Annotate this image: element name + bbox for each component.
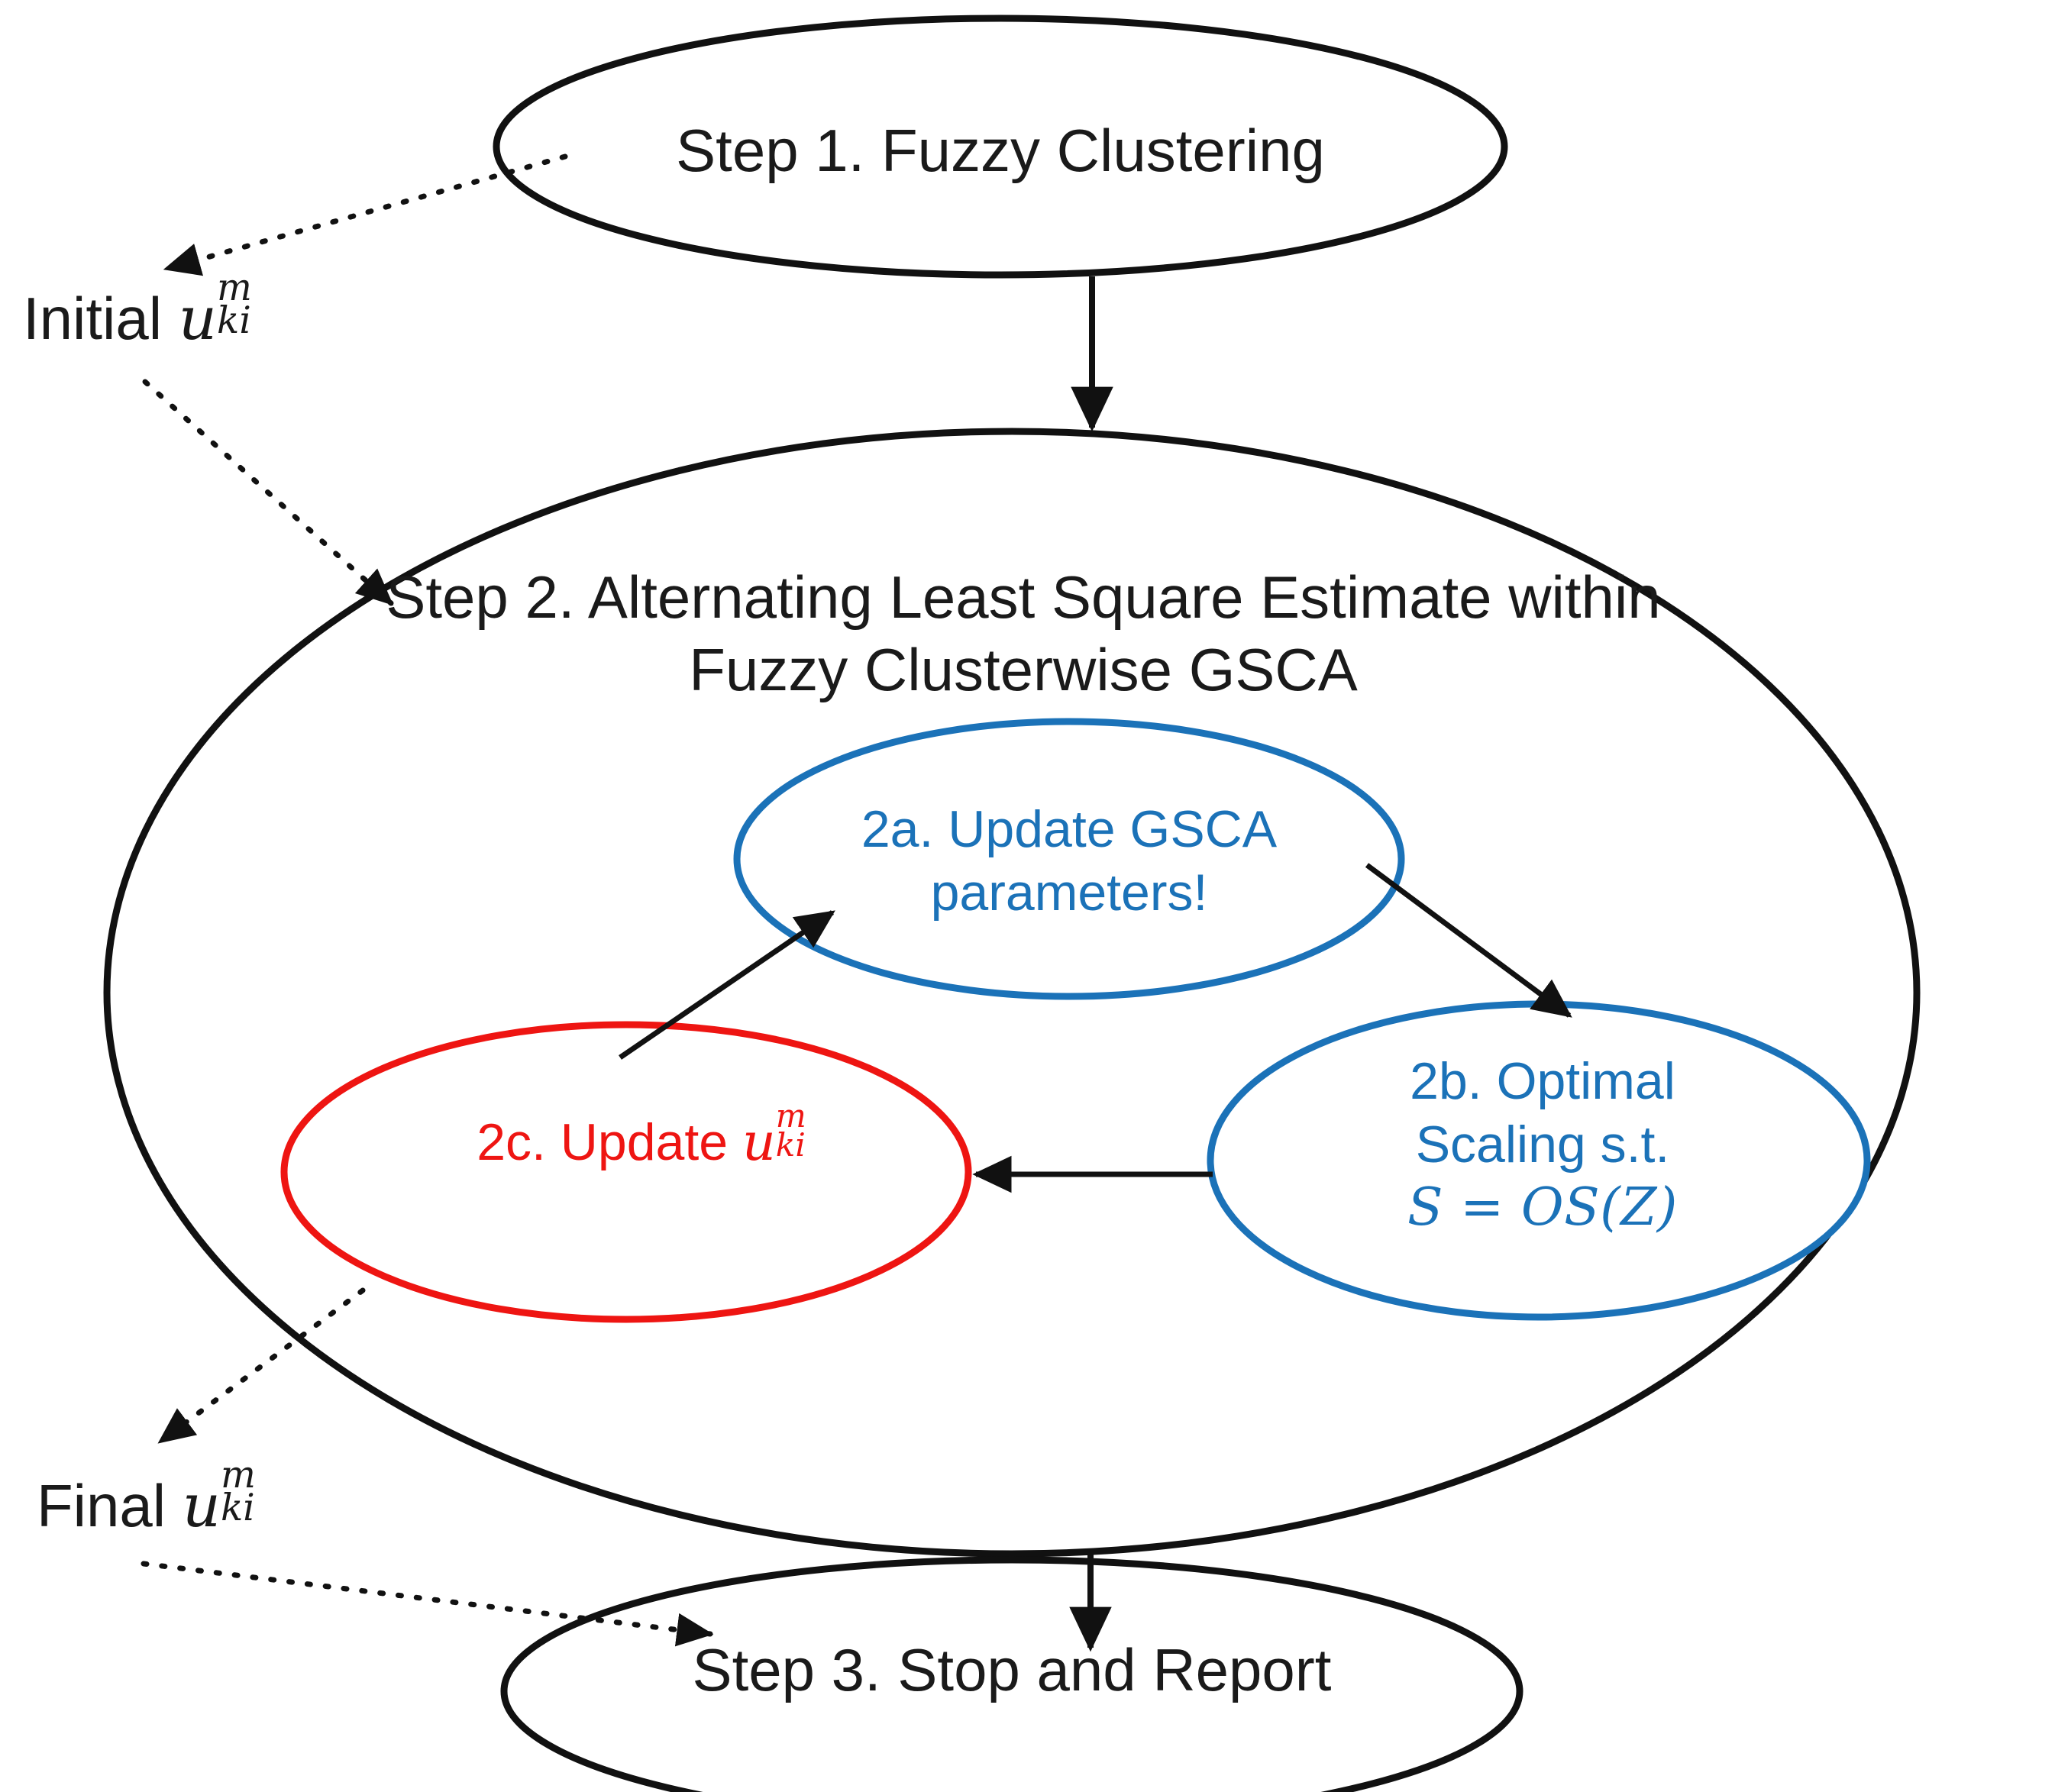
edge-step1-to-initial [163,153,568,276]
edge-2c-to-final [157,1287,366,1445]
node-2b-ellipse[interactable] [1207,1000,1871,1321]
node-2a-ellipse[interactable] [733,718,1405,1000]
edge-2c-to-2a [619,910,835,1060]
edge-initial-to-step2 [142,379,394,606]
step1-ellipse[interactable] [493,15,1508,279]
edge-2a-to-2b [1365,863,1572,1018]
edge-final-to-step3 [141,1561,714,1647]
step3-ellipse[interactable] [500,1556,1523,1792]
node-2c-ellipse[interactable] [280,1021,972,1323]
